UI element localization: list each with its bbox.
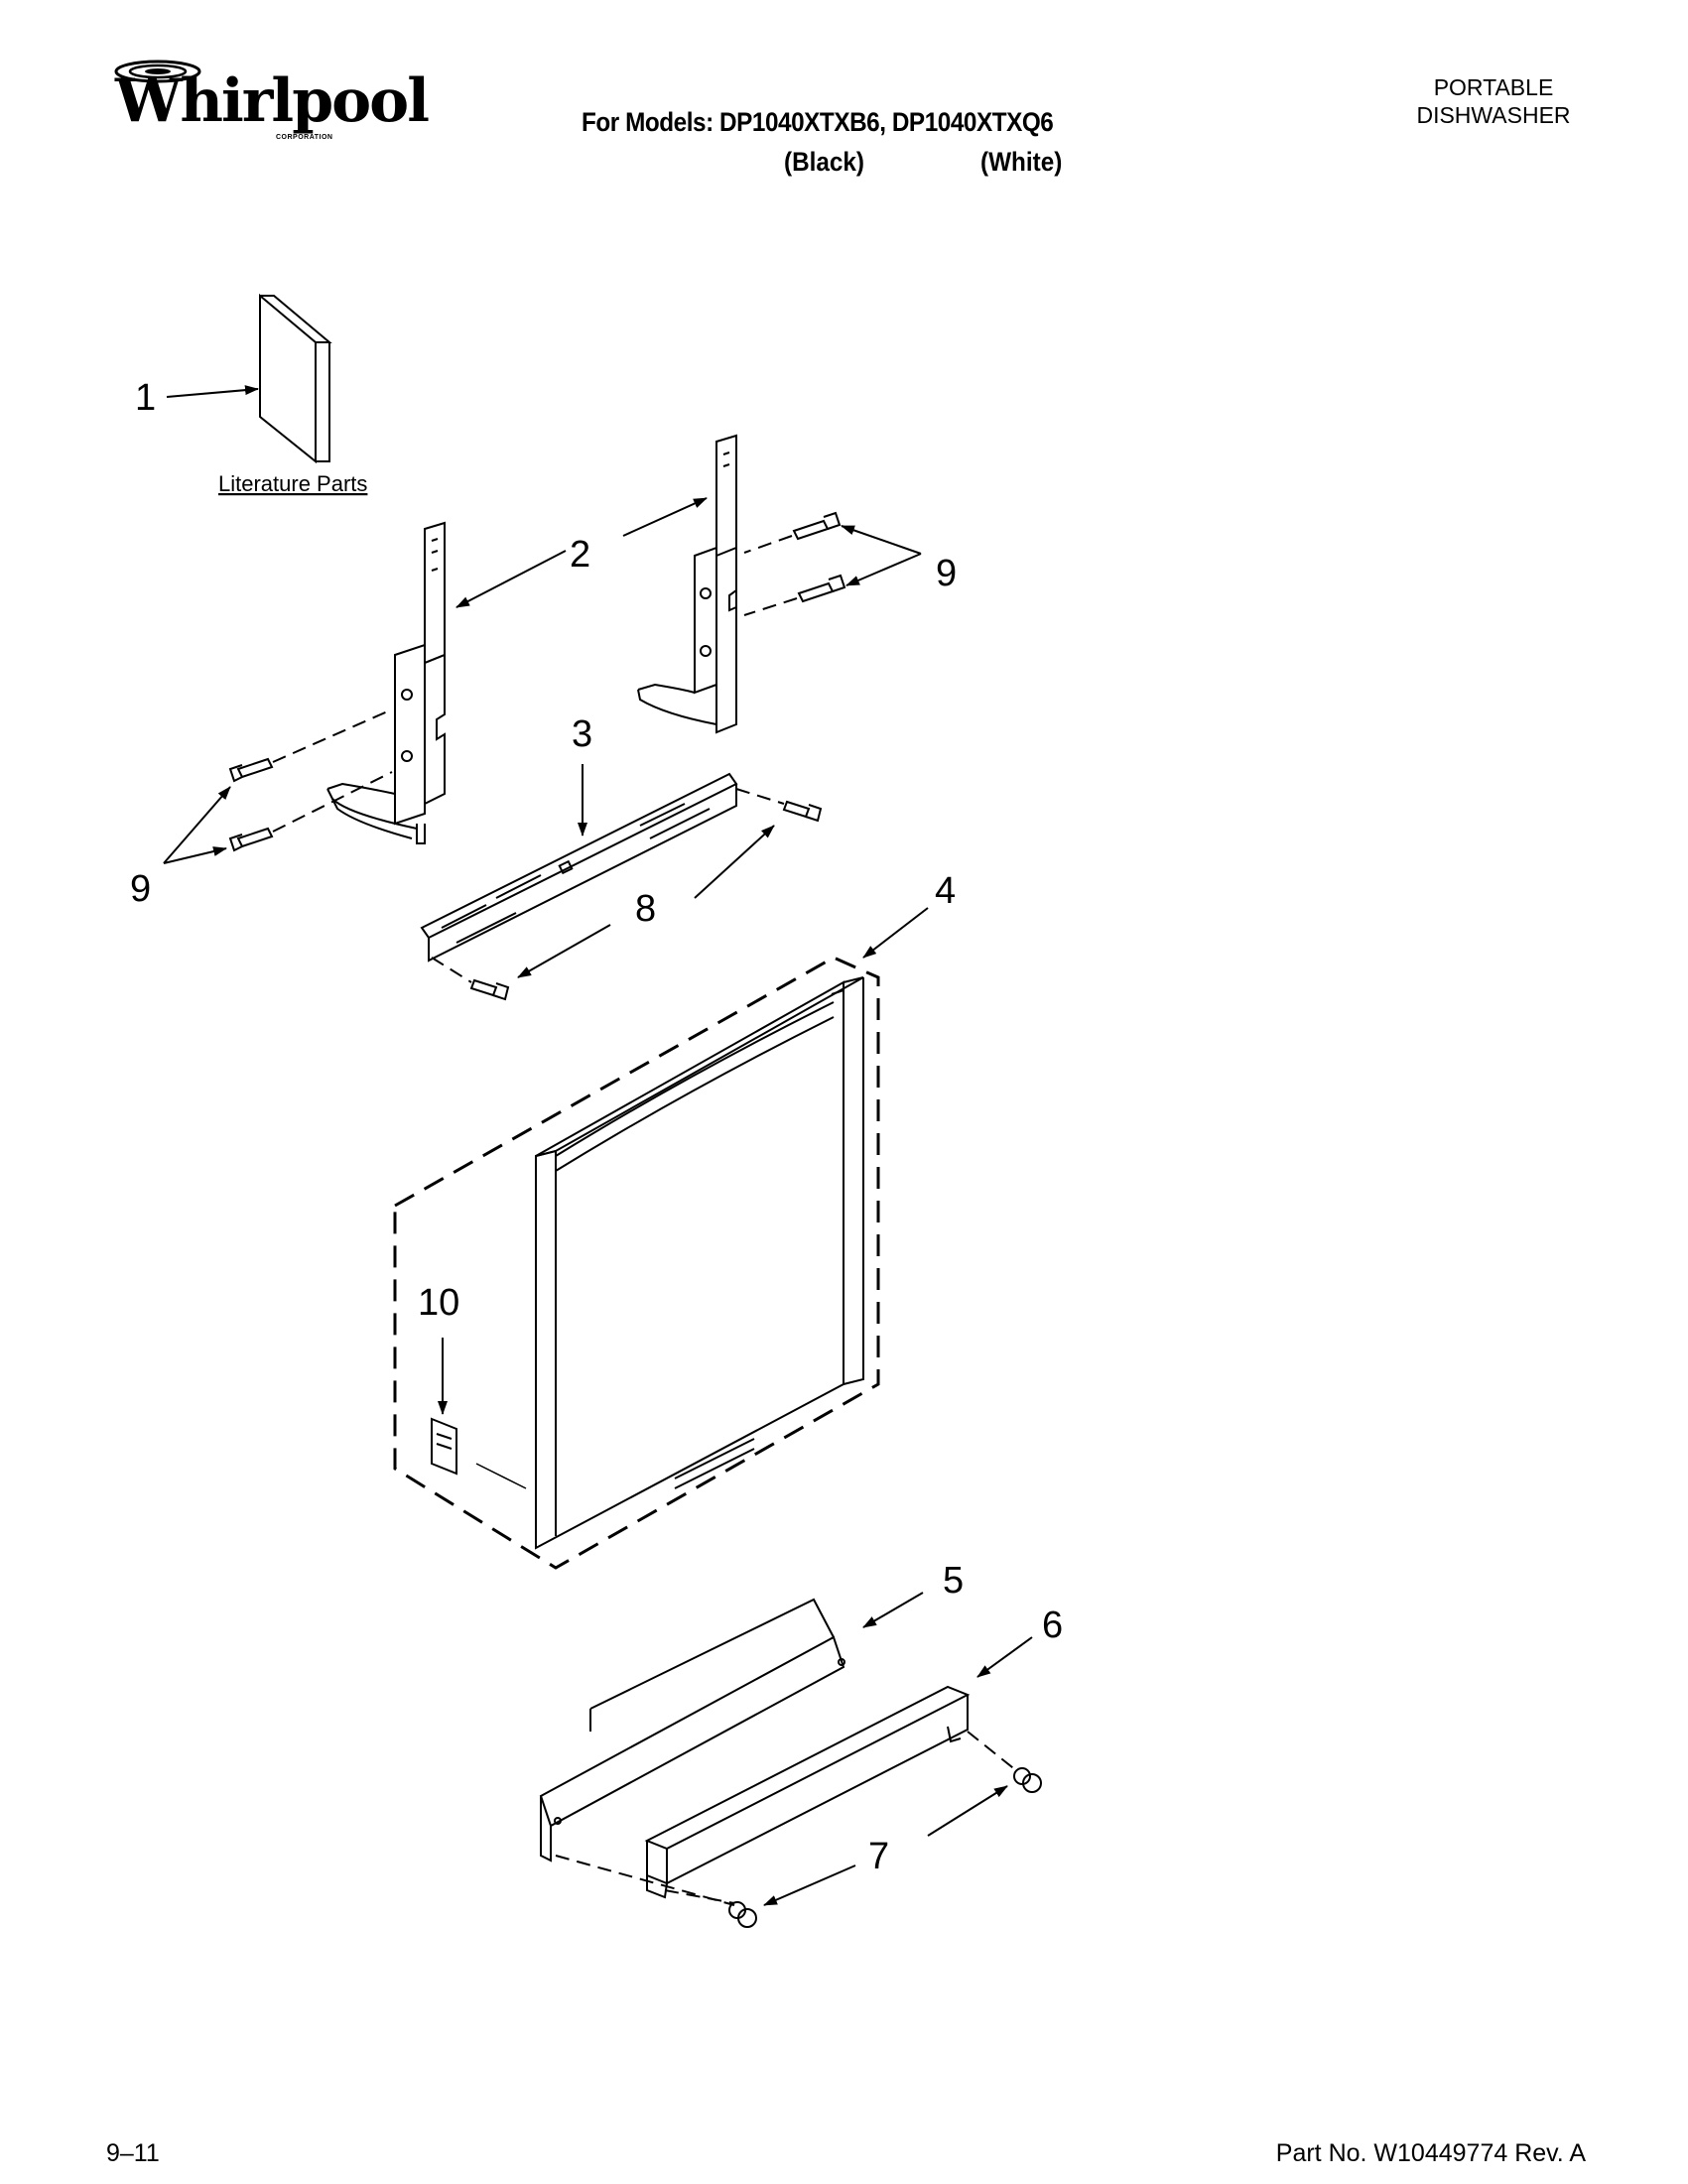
base-trim (644, 1685, 971, 1899)
leader-9b-2 (163, 846, 227, 864)
color-label-black: (Black) (784, 147, 865, 177)
product-line-1: PORTABLE (1433, 74, 1554, 100)
callout-5: 5 (943, 1560, 964, 1602)
door-panel (535, 976, 864, 1550)
mounting-rail (420, 772, 738, 963)
callout-1: 1 (135, 377, 156, 419)
leader-9b-1 (163, 786, 231, 864)
literature-booklet (259, 293, 332, 464)
callout-2: 2 (570, 534, 590, 576)
leader-7a (927, 1785, 1008, 1837)
leader-9a-1 (841, 525, 922, 555)
callout-9b: 9 (130, 868, 151, 910)
toe-panel (539, 1598, 845, 1863)
screw-8a (782, 800, 823, 823)
part-number: Part No. W10449774 Rev. A (1275, 2139, 1586, 2167)
leader-1 (166, 385, 259, 398)
leader-8b (517, 924, 611, 978)
callout-10: 10 (418, 1282, 459, 1324)
screw-9b (797, 574, 846, 603)
models-title: For Models: DP1040XTXB6, DP1040XTXQ6 (582, 107, 1054, 137)
brand-sub: CORPORATION (276, 134, 333, 141)
leader-7b (763, 1864, 856, 1906)
screw-9a (792, 511, 842, 541)
leader-5 (862, 1592, 924, 1628)
hinge-bracket-right (637, 434, 737, 734)
leader-2a (455, 550, 567, 608)
product-type: PORTABLE DISHWASHER (1389, 73, 1598, 129)
leader-8a (694, 825, 775, 899)
callout-8: 8 (635, 888, 656, 930)
leader-6 (976, 1636, 1033, 1678)
fastener-7a (1013, 1767, 1042, 1793)
door-outline-dashed (393, 956, 880, 1570)
date-code: 9–11 (106, 2139, 160, 2167)
callout-9a: 9 (936, 553, 957, 594)
screw-9d (228, 827, 274, 852)
leader-9a-2 (845, 553, 922, 586)
literature-parts-label: Literature Parts (218, 471, 367, 496)
door-label (431, 1417, 457, 1476)
leader-2b (622, 497, 708, 537)
screw-9c (228, 757, 274, 783)
leader-4 (862, 907, 929, 959)
brand-name: Whirlpool (115, 66, 430, 136)
screw-8b (469, 978, 510, 1001)
callout-7: 7 (868, 1836, 889, 1877)
swirl-icon (114, 60, 201, 83)
product-line-2: DISHWASHER (1416, 102, 1571, 128)
callout-3: 3 (572, 713, 592, 755)
callout-6: 6 (1042, 1605, 1063, 1646)
whirlpool-logo: Whirlpool CORPORATION (107, 60, 430, 159)
hinge-bracket-left (326, 521, 446, 844)
color-label-white: (White) (980, 147, 1063, 177)
fastener-7b (728, 1901, 757, 1928)
callout-4: 4 (935, 870, 956, 912)
